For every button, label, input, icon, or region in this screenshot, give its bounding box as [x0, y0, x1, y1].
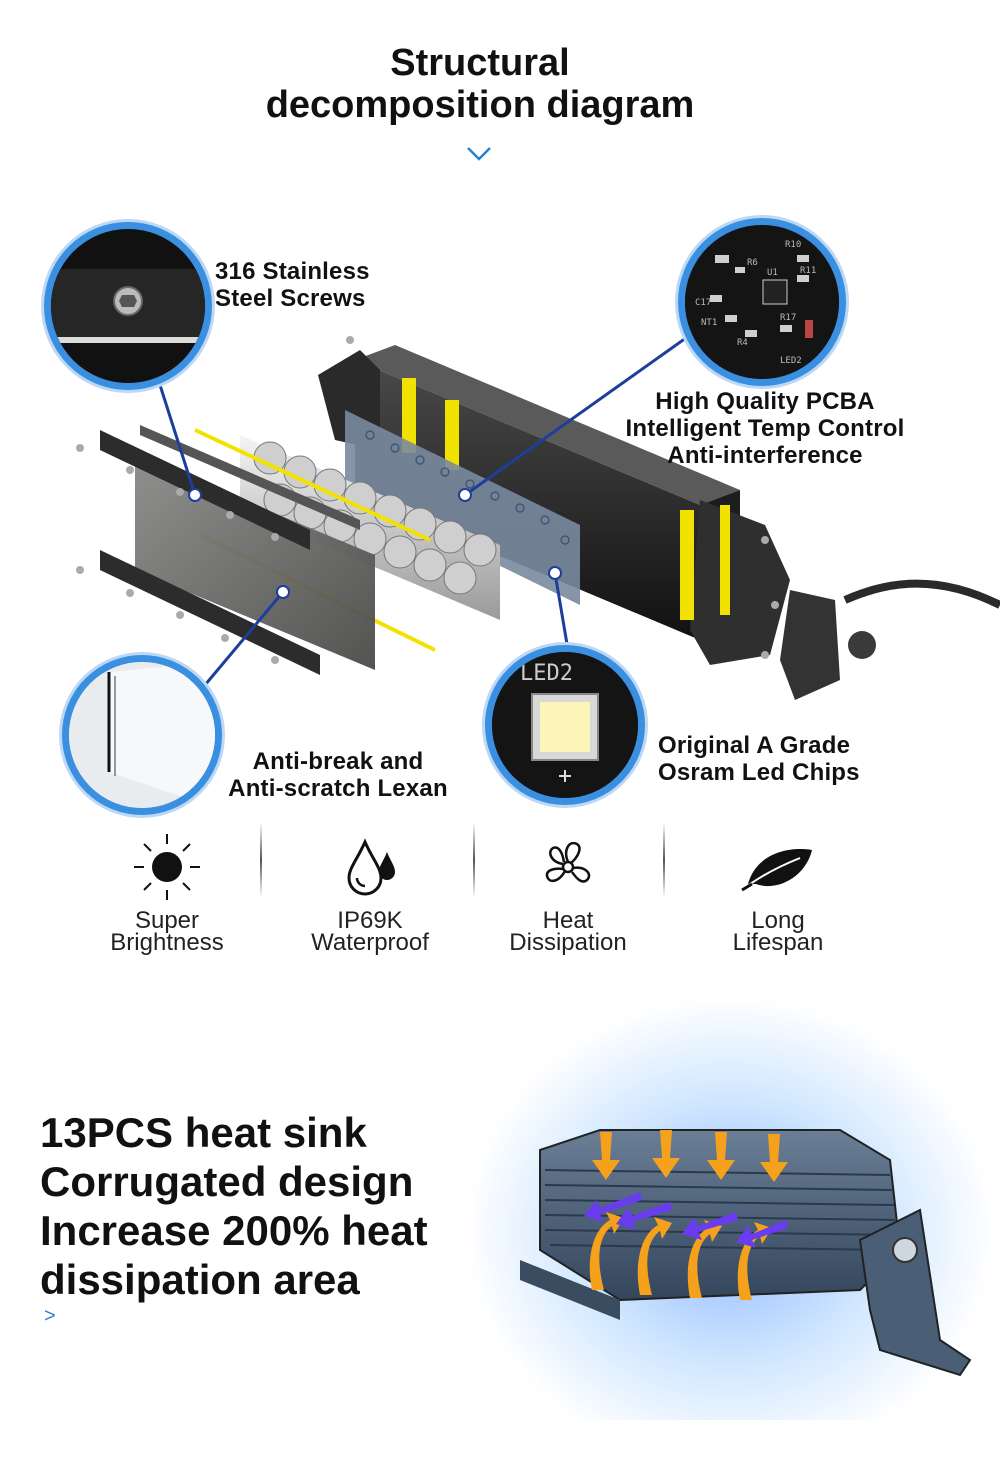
- heat-sink-line-2: Corrugated design: [40, 1158, 414, 1205]
- screws: [76, 336, 779, 664]
- callout-pcba-line-1: High Quality PCBA: [655, 388, 875, 415]
- feature-1-line-2: Brightness: [110, 929, 224, 956]
- chip-label: LED2: [520, 661, 573, 686]
- callout-chips-line-1: Original A Grade: [658, 732, 851, 759]
- callout-chips: Original A Grade Osram Led Chips: [658, 732, 860, 786]
- pcb-label-c17: C17: [695, 298, 711, 308]
- heat-sink-bracket: [858, 1208, 972, 1377]
- feature-2-line-2: Waterproof: [311, 929, 429, 956]
- pcb-label-r17: R17: [780, 313, 796, 323]
- bracket-knob: [848, 631, 876, 659]
- pcb-label-u1: U1: [767, 268, 778, 278]
- feature-divider: [663, 822, 665, 898]
- leader-screws: [158, 384, 197, 496]
- light-bar-exploded-illustration: [76, 326, 1000, 700]
- callout-pcba: High Quality PCBA Intelligent Temp Contr…: [612, 388, 918, 469]
- power-cable: [843, 579, 1000, 609]
- zoom-circle-led-chip: LED2: [485, 645, 645, 805]
- feature-4-line-1: Long: [751, 907, 805, 934]
- feature-waterproof: IP69K Waterproof: [275, 832, 465, 956]
- lexan-closeup: [69, 662, 215, 808]
- pcb-label-r4: R4: [737, 338, 748, 348]
- feature-4-line-2: Lifespan: [732, 929, 824, 956]
- heat-sink-line-1: 13PCS heat sink: [40, 1109, 367, 1156]
- callout-pcba-line-2: Intelligent Temp Control: [625, 415, 905, 442]
- gasket-top: [194, 428, 431, 542]
- lexan-lens: [135, 455, 375, 670]
- more-arrow-link[interactable]: >: [44, 1305, 56, 1327]
- feature-3-line-1: Heat: [542, 907, 594, 934]
- feature-divider: [260, 822, 262, 898]
- exploded-diagram: 316 Stainless Steel Screws R10 R6 U1 R11…: [0, 200, 1000, 830]
- callout-pcba-line-3: Anti-interference: [667, 442, 863, 469]
- callout-screws: 316 Stainless Steel Screws: [215, 258, 370, 312]
- trim-bar-top: [100, 430, 310, 550]
- heat-sink-line-3: Increase 200% heat: [40, 1207, 428, 1254]
- pcb-label-r11: R11: [800, 266, 816, 276]
- callout-screws-line-2: Steel Screws: [215, 285, 366, 312]
- heat-sink-light-bar-illustration: [520, 1129, 972, 1377]
- lens-frame: [140, 425, 360, 530]
- title-line-1: Structural: [390, 42, 570, 84]
- callout-screws-line-1: 316 Stainless: [215, 258, 370, 285]
- heat-sink-description: 13PCS heat sink Corrugated design Increa…: [40, 1108, 470, 1304]
- pcb-label-r10: R10: [785, 240, 801, 250]
- zoom-circle-pcba: R10 R6 U1 R11 C17 NT1 R4 R17 LED2: [678, 218, 846, 386]
- pcb-label-nt1: NT1: [701, 318, 717, 328]
- callout-lexan-line-2: Anti-scratch Lexan: [228, 775, 448, 802]
- feature-1-line-1: Super: [134, 907, 200, 934]
- feature-2-line-1: IP69K: [337, 907, 403, 934]
- heat-sink-line-4: dissipation area: [40, 1256, 360, 1303]
- zoom-circle-lexan: [62, 655, 222, 815]
- water-drops-icon: [347, 838, 395, 896]
- heat-sink-base-left: [520, 1260, 620, 1320]
- callout-lexan: Anti-break and Anti-scratch Lexan: [218, 748, 458, 802]
- callout-lexan-line-1: Anti-break and: [252, 748, 424, 775]
- feature-long-lifespan: Long Lifespan: [683, 832, 873, 956]
- feature-divider: [473, 822, 475, 898]
- page-title: Structural decomposition diagram: [0, 42, 960, 126]
- leader-chips: [553, 572, 570, 651]
- mounting-bracket: [780, 590, 840, 700]
- pcb-closeup: R10 R6 U1 R11 C17 NT1 R4 R17 LED2: [685, 225, 839, 379]
- sun-icon: [134, 834, 200, 900]
- chevron-down-icon: [467, 147, 491, 161]
- callout-chips-line-2: Osram Led Chips: [658, 759, 860, 786]
- purple-flow-arrows: [584, 1192, 788, 1248]
- leader-pcba: [464, 326, 701, 497]
- orange-flow-arrows: [589, 1130, 788, 1300]
- feature-3-line-2: Dissipation: [509, 929, 627, 956]
- pcb-label-led2: LED2: [780, 356, 802, 366]
- zoom-circle-screws: [44, 222, 212, 390]
- leaf-icon: [741, 849, 812, 892]
- screw-closeup: [51, 229, 205, 383]
- title-line-2: decomposition diagram: [265, 84, 695, 126]
- led-chip-closeup: LED2: [492, 652, 638, 798]
- pcb-board: [345, 410, 580, 605]
- pcb-label-r6: R6: [747, 258, 758, 268]
- bracket-bolt: [892, 1237, 918, 1263]
- fan-icon: [545, 841, 591, 883]
- leader-lexan: [203, 591, 285, 686]
- trim-bar-bottom: [100, 550, 320, 675]
- feature-heat-dissipation: Heat Dissipation: [473, 832, 663, 956]
- feature-super-brightness: Super Brightness: [72, 832, 262, 956]
